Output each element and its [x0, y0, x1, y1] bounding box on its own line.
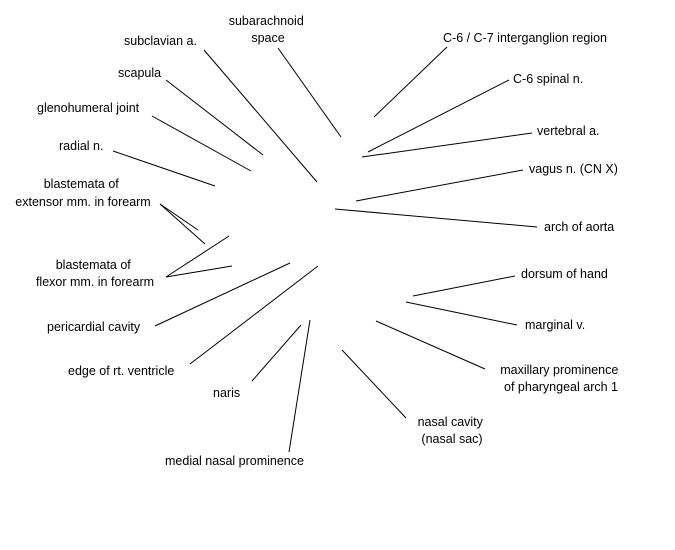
leader-pericardial-cavity	[154, 262, 291, 327]
label-blastemata-flexor: blastemata of flexor mm. in forearm	[36, 258, 154, 289]
label-edge-rt-ventricle: edge of rt. ventricle	[68, 364, 174, 378]
leader-naris	[251, 324, 302, 382]
leader-nasal-cavity	[341, 349, 407, 419]
leader-vagus-n	[355, 169, 524, 202]
labels: subarachnoid space subclavian a. scapula…	[15, 14, 622, 468]
leader-c6-c7-region	[373, 46, 448, 118]
leader-flexor-1	[165, 235, 230, 278]
label-radial-n: radial n.	[59, 139, 103, 153]
leader-radial-n	[112, 150, 216, 187]
label-vagus-n: vagus n. (CN X)	[529, 162, 618, 176]
label-c6-spinal-n: C-6 spinal n.	[513, 72, 583, 86]
label-medial-nasal-prominence: medial nasal prominence	[165, 454, 304, 468]
label-subclavian-a: subclavian a.	[124, 34, 197, 48]
leader-vertebral-a	[361, 132, 533, 158]
label-marginal-v: marginal v.	[525, 318, 585, 332]
leader-edge-rt-ventricle	[189, 265, 319, 365]
leader-lines	[112, 46, 538, 453]
leader-dorsum-of-hand	[412, 275, 516, 297]
leader-c6-spinal-n	[367, 79, 510, 153]
leader-extensor-1	[159, 203, 199, 231]
label-scapula: scapula	[118, 66, 161, 80]
leader-maxillary-prominence	[375, 320, 486, 370]
label-vertebral-a: vertebral a.	[537, 124, 600, 138]
leader-arch-of-aorta	[334, 208, 538, 228]
label-blastemata-extensor: blastemata of extensor mm. in forearm	[15, 177, 150, 209]
label-subarachnoid-space: subarachnoid space	[229, 14, 308, 45]
label-nasal-cavity: nasal cavity (nasal sac)	[418, 415, 487, 446]
leader-extensor-2	[159, 203, 206, 245]
leader-scapula	[165, 79, 264, 156]
leader-subarachnoid-space	[277, 47, 342, 138]
leader-marginal-v	[405, 301, 518, 326]
label-naris: naris	[213, 386, 240, 400]
leader-glenohumeral-joint	[151, 115, 252, 172]
label-maxillary-prominence: maxillary prominence of pharyngeal arch …	[500, 363, 622, 394]
label-arch-of-aorta: arch of aorta	[544, 220, 614, 234]
leader-flexor-2	[165, 265, 233, 278]
leader-subclavian-a	[203, 49, 318, 183]
label-glenohumeral-joint: glenohumeral joint	[37, 101, 140, 115]
label-c6-c7-region: C-6 / C-7 interganglion region	[443, 31, 607, 45]
label-pericardial-cavity: pericardial cavity	[47, 320, 141, 334]
leader-medial-nasal-prominence	[288, 319, 311, 453]
label-dorsum-of-hand: dorsum of hand	[521, 267, 608, 281]
